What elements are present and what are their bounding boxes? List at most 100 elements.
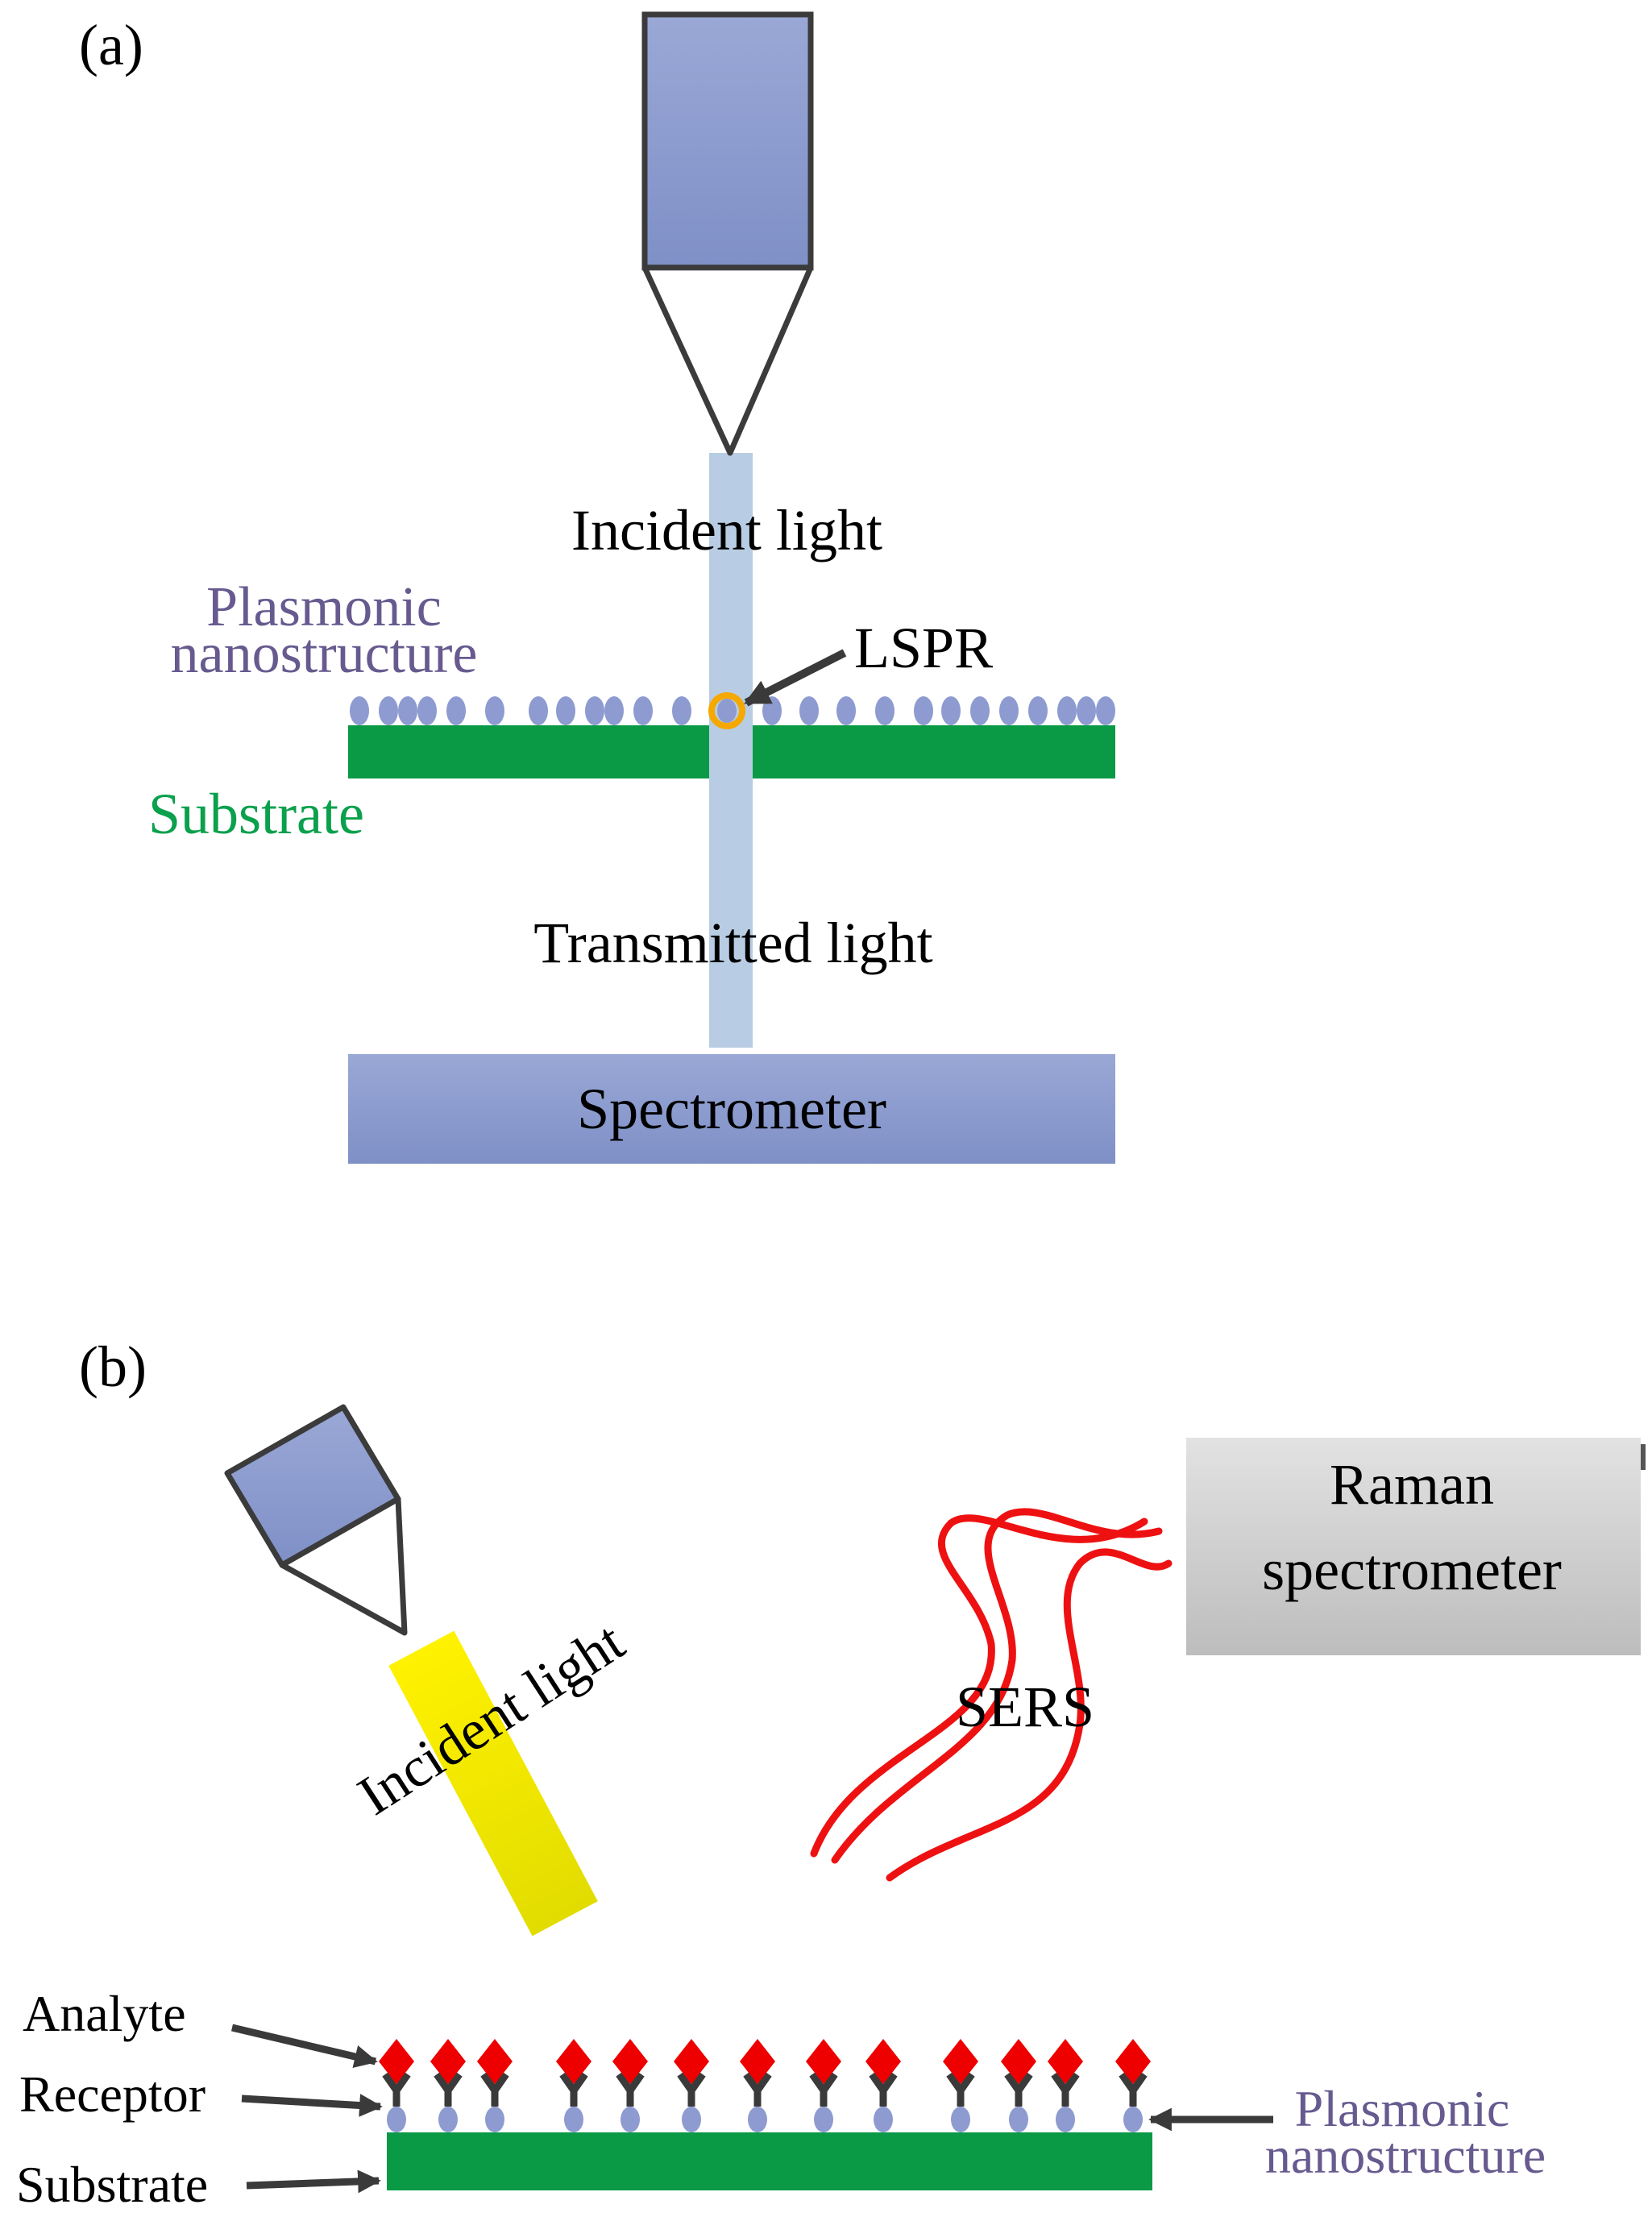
nanoparticle <box>438 2107 458 2132</box>
substrate-b <box>387 2132 1152 2190</box>
nanoparticle <box>836 696 856 725</box>
sensor-unit <box>943 2039 978 2132</box>
sers-wave <box>810 1514 1148 1858</box>
receptor-arms <box>809 2072 838 2095</box>
spectrometer-label: Spectrometer <box>577 1077 886 1141</box>
receptor-arms <box>382 2072 411 2095</box>
nanoparticle <box>951 2107 970 2132</box>
receptor-arms <box>743 2072 772 2095</box>
sensor-unit <box>477 2039 513 2132</box>
analyte-diamond <box>943 2039 978 2084</box>
receptor-arms <box>559 2072 588 2095</box>
analyte-diamond <box>1048 2039 1083 2084</box>
analyte-diamond <box>740 2039 775 2084</box>
receptor-arms <box>946 2072 975 2095</box>
sensor-unit <box>740 2039 775 2132</box>
spectrometer-box: Spectrometer <box>348 1054 1115 1164</box>
nanoparticle <box>1009 2107 1028 2132</box>
receptor-arms <box>869 2072 898 2095</box>
nanoparticle <box>717 699 737 723</box>
sensor-unit <box>379 2039 414 2132</box>
sensor-unit <box>556 2039 591 2132</box>
nanoparticle <box>485 696 504 725</box>
analyte-label: Analyte <box>23 1985 186 2042</box>
analyte-diamond <box>1115 2039 1151 2084</box>
analyte-diamond <box>556 2039 591 2084</box>
nanoparticle <box>799 696 819 725</box>
sers-label: SERS <box>956 1675 1094 1739</box>
nanoparticle <box>1096 696 1115 725</box>
receptor-arms <box>616 2072 645 2095</box>
nanoparticle <box>350 696 369 725</box>
sensor-unit <box>612 2039 648 2132</box>
sers-wave <box>886 1548 1173 1882</box>
raman-label-line1: Raman <box>1330 1452 1494 1517</box>
nanoparticle <box>485 2107 504 2132</box>
substrate-arrow <box>246 2169 381 2194</box>
nanoparticle-row-a <box>350 696 1115 725</box>
analyte-diamond <box>477 2039 513 2084</box>
raman-label-line2: spectrometer <box>1262 1538 1562 1602</box>
nanoparticle <box>875 696 894 725</box>
nanoparticle <box>1077 696 1096 725</box>
receptor-arms <box>1004 2072 1033 2095</box>
nanoparticle <box>529 696 548 725</box>
transmitted-light-label: Transmitted light <box>533 911 932 975</box>
receptor-arrow <box>241 2094 383 2117</box>
nanoparticle <box>1057 696 1077 725</box>
nanoparticle <box>941 696 961 725</box>
plasmonic-label-a-line2: nanostructure <box>171 623 478 685</box>
plasmonic-label-b-line1: Plasmonic <box>1295 2080 1510 2137</box>
spectrometer-body <box>348 1054 1115 1164</box>
receptor-arms <box>677 2072 706 2095</box>
analyte-diamond <box>865 2039 901 2084</box>
analyte-diamond <box>612 2039 648 2084</box>
nanoparticle <box>621 2107 640 2132</box>
nanoparticle <box>1056 2107 1075 2132</box>
analyte-diamond <box>674 2039 709 2084</box>
panel-b-tag: (b) <box>79 1335 147 1399</box>
raman-spectrometer-edge <box>1641 1444 1646 1470</box>
substrate-label-a: Substrate <box>148 782 364 846</box>
lspr-arrow <box>744 649 847 707</box>
sensor-unit <box>1048 2039 1083 2132</box>
nanoparticle <box>417 696 437 725</box>
nanoparticle <box>564 2107 583 2132</box>
objective-lens-a <box>641 11 814 456</box>
nanoparticle <box>604 696 624 725</box>
sensor-unit <box>1115 2039 1151 2132</box>
analyte-diamond <box>806 2039 841 2084</box>
nanoparticle <box>446 696 466 725</box>
nanoparticle <box>762 696 782 725</box>
nanoparticle <box>874 2107 893 2132</box>
lspr-label: LSPR <box>854 616 993 680</box>
receptor-arms <box>480 2072 509 2095</box>
nanoparticle <box>585 696 604 725</box>
nanoparticle <box>814 2107 833 2132</box>
lspr-ring <box>708 692 745 729</box>
sensor-unit <box>430 2039 466 2132</box>
panel-a-tag: (a) <box>79 13 143 77</box>
plasmonic-label-a-line1: Plasmonic <box>206 576 442 638</box>
incident-light-beam <box>709 453 753 1048</box>
nanoparticle <box>633 696 653 725</box>
nanoparticle <box>398 696 417 725</box>
nanoparticle <box>672 696 691 725</box>
nanoparticle <box>970 696 990 725</box>
receptor-arms <box>1051 2072 1080 2095</box>
raman-spectrometer-box: Raman spectrometer <box>1186 1438 1646 1655</box>
plasmonic-label-b-line2: nanostructure <box>1265 2127 1546 2184</box>
sensor-unit <box>865 2039 901 2132</box>
sers-wave <box>831 1508 1163 1864</box>
sensor-unit <box>806 2039 841 2132</box>
panel-a: (a) Incident light Plasmonic nanostructu… <box>79 11 1115 1164</box>
incident-light-label-a: Incident light <box>571 498 882 563</box>
sensor-unit <box>1001 2039 1036 2132</box>
sensor-unit <box>674 2039 709 2132</box>
analyte-diamond <box>1001 2039 1036 2084</box>
objective-cone <box>641 264 814 456</box>
nanoparticle <box>1123 2107 1143 2132</box>
nanoparticle <box>682 2107 701 2132</box>
nanoparticle <box>556 696 575 725</box>
